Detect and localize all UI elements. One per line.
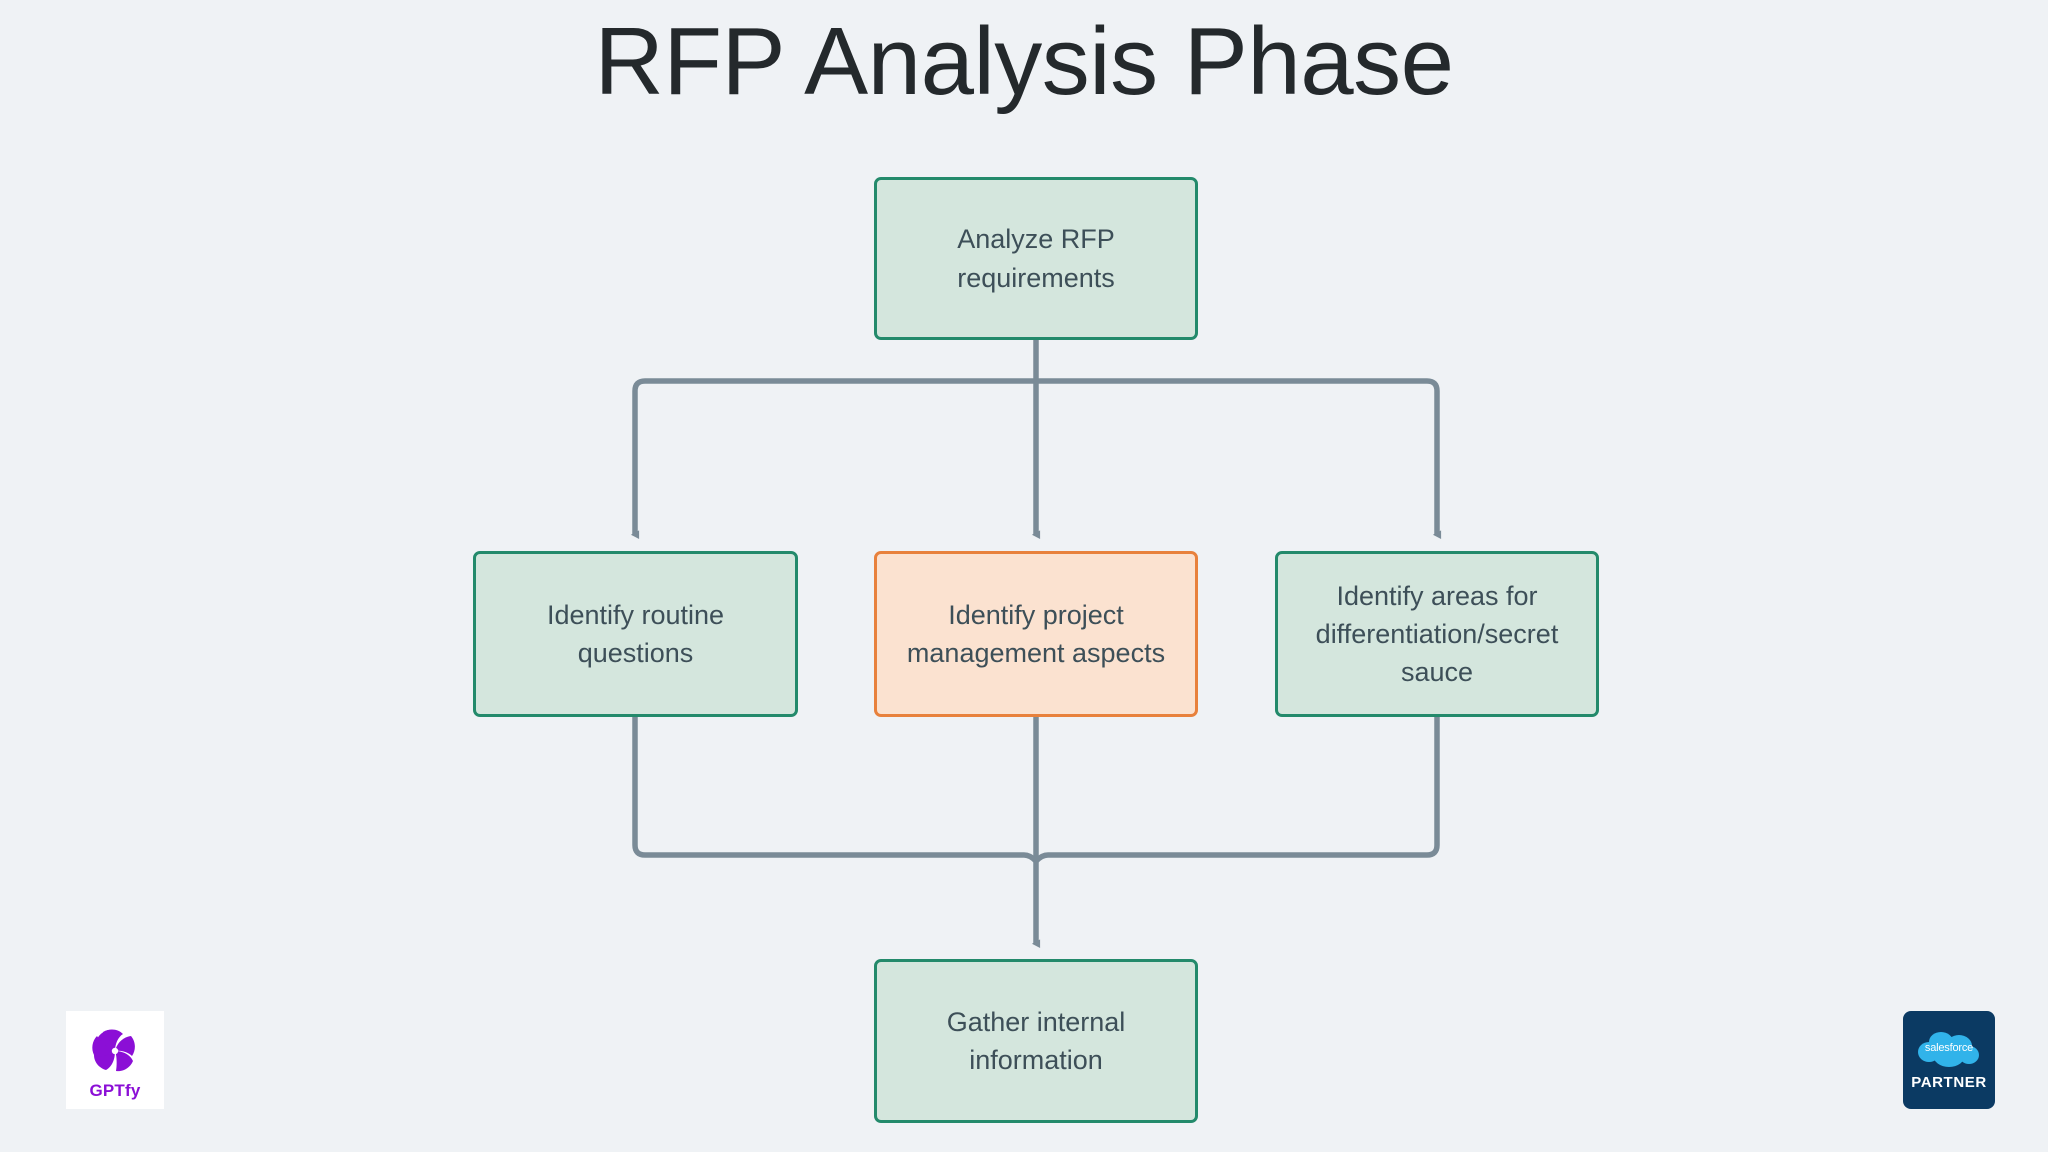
flow-node-label: Identify project management aspects	[906, 599, 1166, 668]
flow-node-identify-areas-for-differentiation[interactable]: Identify areas for differentiation/secre…	[1275, 551, 1599, 717]
flow-node-label: Identify routine questions	[546, 599, 725, 668]
flow-node-gather-internal-information[interactable]: Gather internal information	[874, 959, 1198, 1123]
flow-node-identify-project-management-aspects[interactable]: Identify project management aspects	[874, 551, 1198, 717]
flow-node-analyze-rfp-requirements[interactable]: Analyze RFP requirements	[874, 177, 1198, 340]
salesforce-cloud-icon: salesforce	[1916, 1030, 1982, 1070]
page-title: RFP Analysis Phase	[594, 8, 1454, 115]
gptfy-logo: GPTfy	[66, 1011, 164, 1109]
salesforce-wordmark: salesforce	[1924, 1042, 1974, 1054]
gptfy-wordmark: GPTfy	[89, 1080, 141, 1100]
flow-node-label: Analyze RFP requirements	[957, 224, 1115, 293]
flow-node-label: Gather internal information	[946, 1006, 1126, 1075]
flow-node-identify-routine-questions[interactable]: Identify routine questions	[473, 551, 798, 717]
salesforce-partner-tier-label: PARTNER	[1911, 1074, 1987, 1091]
salesforce-partner-badge: salesforce PARTNER	[1903, 1011, 1995, 1109]
flow-node-label: Identify areas for differentiation/secre…	[1315, 580, 1559, 688]
gptfy-pinwheel-icon	[92, 1029, 135, 1071]
